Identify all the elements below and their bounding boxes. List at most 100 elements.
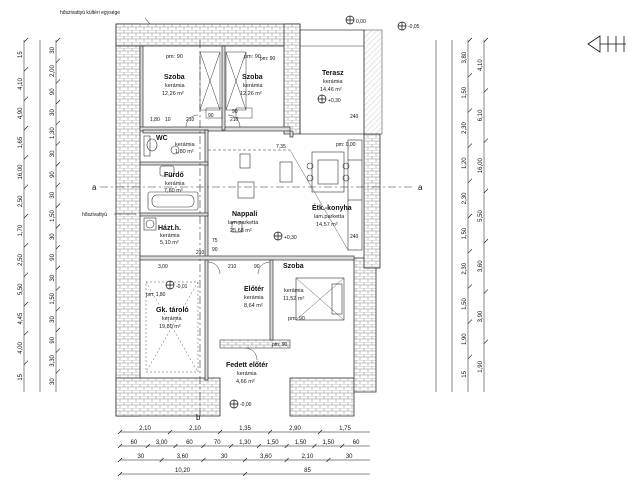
dims-bottom-1-2: 1,35 <box>239 426 251 432</box>
dims-bottom-1-4: 1,75 <box>339 426 351 432</box>
dims-left-outer-2: 4,90 <box>18 107 24 119</box>
north-arrow-icon <box>587 35 626 53</box>
dims-right-outer-0: 4,10 <box>478 59 484 71</box>
dims-left-inner-11: 30 <box>50 274 56 281</box>
dims-bottom-2-2: 60 <box>186 440 193 446</box>
dims-left-outer-11: 15 <box>18 373 24 380</box>
dims-left-inner-6: 90 <box>50 171 56 178</box>
dims-bottom-2-1: 3,00 <box>156 440 168 446</box>
section-label-b: b <box>196 413 201 422</box>
room-9-finish: kerámia <box>162 316 183 322</box>
dims-left-outer-5: 2,50 <box>18 195 24 207</box>
dims-bottom-3-tick-1 <box>159 457 164 463</box>
dims-left-outer-tick-7 <box>23 243 29 248</box>
dims-bottom-2-tick-7 <box>312 443 317 449</box>
dims-bottom-2-0: 60 <box>131 440 138 446</box>
dims-right-inner-9: 15 <box>462 370 468 377</box>
dims-left-inner-tick-14 <box>55 327 61 333</box>
terrace-outline <box>299 29 365 135</box>
idim-4: 210 <box>230 117 239 123</box>
dims-left-outer-tick-3 <box>23 125 29 131</box>
level-living: +0,30 <box>284 235 297 241</box>
room-4-area: 1,80 m² <box>175 149 194 155</box>
dims-left-inner-15: 3,30 <box>50 354 56 366</box>
idim-7: 240 <box>350 114 359 120</box>
dims-bottom-3-1: 3,60 <box>177 454 189 460</box>
dims-left-outer-tick-4 <box>23 155 29 160</box>
dims-left-inner-tick-12 <box>55 286 61 291</box>
idim-0: 1,80 <box>150 117 160 123</box>
room-1-finish: kerámia <box>165 83 186 89</box>
dims-left-outer-tick-6 <box>23 213 29 219</box>
dims-bottom-3-tick-2 <box>201 457 206 463</box>
dims-left-outer-8: 5,50 <box>18 283 24 295</box>
room-4-finish: kerámia <box>175 142 196 148</box>
idim-17: pm: 90 <box>272 342 288 348</box>
room-5-finish: kerámia <box>165 181 186 187</box>
dims-bottom-total-tick-1 <box>242 471 248 477</box>
dims-left-inner-13: 30 <box>50 316 56 323</box>
room-7-area: 14,57 m² <box>316 222 338 228</box>
dims-left-outer-tick-9 <box>23 301 29 307</box>
room-9-area: 19,80 m² <box>159 324 181 330</box>
idim-18: pm: 1,80 <box>146 292 166 298</box>
dims-bottom-1-tick-1 <box>167 429 173 435</box>
room-6-name: Nappali <box>232 211 257 218</box>
room-12-name: Fedett előtér <box>226 362 268 369</box>
dims-bottom-1-1: 2,10 <box>189 426 201 432</box>
dims-bottom-3-4: 2,10 <box>302 454 314 460</box>
dims-left-outer-7: 2,50 <box>18 254 24 266</box>
room-8-area: 5,10 m² <box>160 240 179 246</box>
level-south: -0,00 <box>240 402 252 408</box>
dims-bottom-total-0: 10,20 <box>175 468 191 474</box>
dims-left-inner-9: 30 <box>50 233 56 240</box>
idim-11: 90 <box>212 247 218 253</box>
dims-left-inner-tick-2 <box>55 79 61 84</box>
dims-right-inner-4: 2,30 <box>462 192 468 204</box>
room-12-area: 4,66 m² <box>236 379 255 385</box>
dims-right-inner-0: 3,80 <box>462 51 468 63</box>
dims-left-inner-1: 2,00 <box>50 65 56 77</box>
dims-right-inner-2: 2,30 <box>462 122 468 134</box>
room-2-pm: pm: 90 <box>244 54 261 60</box>
dims-left-outer-3: 1,65 <box>18 136 24 148</box>
dims-bottom-1-tick-3 <box>267 429 273 435</box>
dims-right-outer-2: 16,00 <box>478 158 484 174</box>
dims-right-inner-1: 1,50 <box>462 86 468 98</box>
dims-left-inner-tick-8 <box>55 203 61 208</box>
dims-left-inner-tick-11 <box>55 265 61 270</box>
room-10-finish: kerámia <box>244 295 265 301</box>
level-storage: -0,01 <box>176 284 188 290</box>
room-1-pm: pm: 90 <box>166 54 183 60</box>
dims-left-outer-tick-8 <box>23 272 29 277</box>
dims-bottom-2-tick-1 <box>145 443 150 449</box>
dims-right-inner-3: 1,20 <box>462 157 468 169</box>
heatpump-label: hőszivattyú <box>82 212 107 218</box>
dims-right-inner-tick-9 <box>467 354 473 360</box>
dims-left-outer-10: 4,00 <box>18 342 24 354</box>
idim-10: 75 <box>212 238 218 244</box>
dims-left-inner: 302,0090301,303090301,503090301,5030903,… <box>50 37 61 385</box>
dims-bottom-2-5: 1,50 <box>267 440 279 446</box>
dims-bottom-2-tick-5 <box>256 443 262 449</box>
level-markers <box>165 15 407 409</box>
room-5-name: Fürdő <box>164 172 184 179</box>
dims-left-inner-tick-1 <box>55 58 61 63</box>
dims-left-inner-16: 30 <box>50 378 56 385</box>
dims-left-inner-tick-9 <box>55 224 61 229</box>
section-label-a-left: a <box>92 183 97 192</box>
dims-bottom-1-tick-0 <box>117 429 123 435</box>
dims-bottom-1-3: 2,90 <box>289 426 301 432</box>
door-swings <box>185 114 271 361</box>
level-top: 0,00 <box>356 19 366 25</box>
dims-bottom-3-5: 30 <box>346 454 353 460</box>
dims-right-outer-tick-4 <box>483 238 489 244</box>
dims-bottom-2-tick-3 <box>201 443 206 449</box>
dims-left-inner-tick-13 <box>55 306 61 312</box>
dims-left-outer-0: 15 <box>18 51 24 58</box>
room-2-area: 12,26 m² <box>240 91 262 97</box>
dims-bottom-3-0: 30 <box>137 454 144 460</box>
